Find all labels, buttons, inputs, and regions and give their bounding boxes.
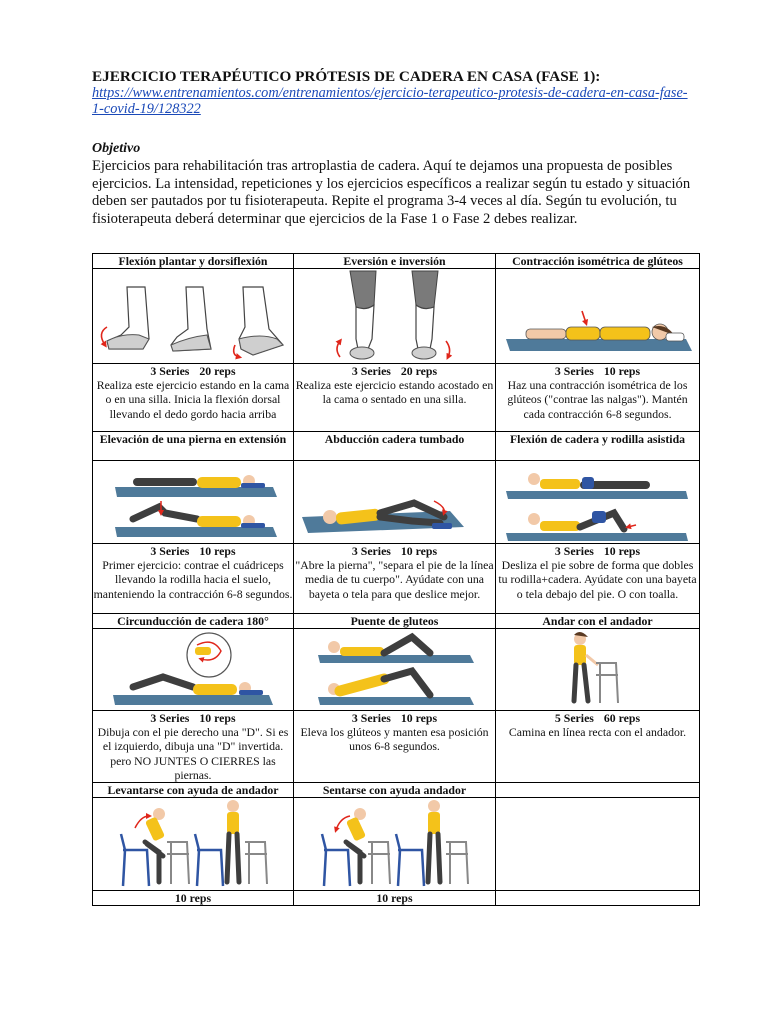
exercise-info: 10 reps [92,890,294,907]
reps-count: 10 reps [603,364,641,378]
exercise-description: Camina en línea recta con el andador. [508,725,687,740]
glute-bridge-illustration [293,628,496,711]
reps-count: 10 reps [174,891,212,906]
exercise-info: 3 Series 10 reps "Abre la pierna", "separ… [293,543,496,614]
feet-flexion-illustration [92,268,294,364]
reps-count: 20 reps [400,364,438,378]
reps-count: 10 reps [400,544,438,558]
exercise-description: Realiza este ejercicio estando acostado … [295,378,494,407]
stand-up-walker-illustration [92,797,294,892]
exercise-title: Abducción cadera tumbado [293,431,496,461]
objective-text: Ejercicios para rehabilitación tras artr… [92,158,691,227]
series-count: 3 Series [554,544,594,558]
exercise-title: Flexión plantar y dorsiflexión [92,253,294,269]
reps-count: 10 reps [400,711,438,725]
exercise-description: Dibuja con el pie derecho una "D". Si es… [97,725,289,782]
exercise-info: 3 Series 20 reps Realiza este ejercicio e… [92,363,294,432]
exercise-title: Contracción isométrica de glúteos [495,253,700,269]
exercise-description: Realiza este ejercicio estando en la cam… [96,378,290,421]
reps-count: 20 reps [199,364,236,378]
hip-circumduction-illustration [92,628,294,711]
exercise-title: Levantarse con ayuda de andador [92,782,294,799]
source-link[interactable]: https://www.entrenamientos.com/entrenami… [92,85,688,117]
exercise-info: 3 Series 20 reps Realiza este ejercicio e… [293,363,496,432]
exercise-table: Flexión plantar y dorsiflexión Eversión … [92,253,700,907]
series-count: 3 Series [351,711,391,725]
hip-knee-flexion-illustration [495,460,700,544]
sit-down-walker-illustration [293,797,496,892]
exercise-title: Circunducción de cadera 180° [92,613,294,629]
document-header: EJERCICIO TERAPÉUTICO PRÓTESIS DE CADERA… [92,68,692,228]
exercise-title: Andar con el andador [495,613,700,629]
reps-count: 10 reps [199,544,236,558]
exercise-title: Eversión e inversión [293,253,496,269]
exercise-title: Puente de gluteos [293,613,496,629]
exercise-title: Elevación de una pierna en extensión [92,431,294,461]
series-count: 3 Series [351,364,391,378]
exercise-title-empty [495,782,700,799]
series-count: 3 Series [150,364,190,378]
reps-count: 10 reps [199,711,236,725]
exercise-info: 3 Series 10 reps Dibuja con el pie derech… [92,709,294,784]
exercise-info: 5 Series 60 reps Camina en línea recta co… [495,709,700,784]
exercise-info: 3 Series 10 reps Desliza el pie sobre de … [495,543,700,614]
objective-heading: Objetivo [92,141,141,156]
reps-count: 10 reps [376,891,413,906]
reps-count: 60 reps [603,711,641,725]
exercise-description: "Abre la pierna", "separa el pie de la l… [295,558,494,601]
lying-glute-illustration [495,268,700,364]
hip-abduction-illustration [293,460,496,544]
document-title: EJERCICIO TERAPÉUTICO PRÓTESIS DE CADERA… [92,68,601,85]
exercise-info: 10 reps [293,890,496,907]
reps-count: 10 reps [603,544,641,558]
exercise-title: Sentarse con ayuda andador [293,782,496,799]
series-count: 5 Series [554,711,594,725]
exercise-description: Haz una contracción isométrica de los gl… [507,378,688,421]
empty-cell [495,797,700,892]
exercise-description: Desliza el pie sobre de forma que dobles… [498,558,697,601]
exercise-description: Primer ejercicio: contrae el cuádriceps … [93,558,293,601]
exercise-info: 3 Series 10 reps Primer ejercicio: contra… [92,543,294,614]
leg-raise-illustration [92,460,294,544]
series-count: 3 Series [150,544,190,558]
series-count: 3 Series [554,364,594,378]
series-count: 3 Series [351,544,391,558]
exercise-info: 3 Series 10 reps Eleva los glúteos y mant… [293,709,496,784]
series-count: 3 Series [150,711,190,725]
empty-cell [495,890,700,907]
walker-walking-illustration [495,628,700,711]
exercise-title: Flexión de cadera y rodilla asistida [495,431,700,461]
exercise-info: 3 Series 10 reps Haz una contracción isom… [495,363,700,432]
exercise-description: Eleva los glúteos y manten esa posición … [300,725,489,754]
feet-eversion-illustration [293,268,496,364]
